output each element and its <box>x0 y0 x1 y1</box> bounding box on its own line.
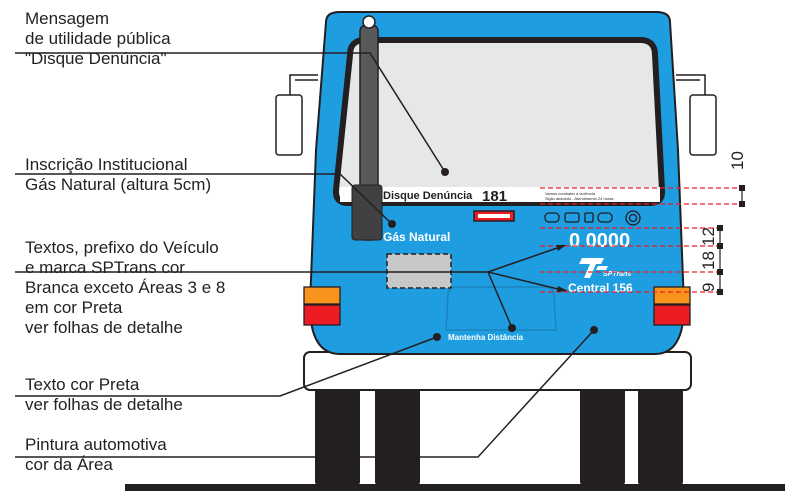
leader-arrows <box>556 245 568 292</box>
brake-light-inner <box>478 214 510 218</box>
label-texts-line4: em cor Preta <box>25 298 123 317</box>
label-message-line3: "Disque Denúncia" <box>25 49 167 68</box>
label-institutional: Inscrição Institucional Gás Natural (alt… <box>25 155 211 195</box>
prefix-number: 0 0000 <box>569 230 630 252</box>
mantenha-text: Mantenha Distância <box>448 333 524 342</box>
gas-natural-text: Gás Natural <box>383 230 450 244</box>
disque-number: 181 <box>482 188 507 205</box>
mirror-right <box>676 74 717 156</box>
wiper-knob <box>362 15 376 29</box>
rear-window <box>332 37 666 206</box>
leader-dots <box>388 168 598 341</box>
leader-lines <box>15 52 595 458</box>
dimension-9: 9 <box>699 283 718 292</box>
ground-line <box>125 484 785 491</box>
dimension-ticks <box>719 188 743 292</box>
label-message-line2: de utilidade pública <box>25 29 171 48</box>
label-institutional-line1: Inscrição Institucional <box>25 155 188 174</box>
label-black-text: Texto cor Preta ver folhas de detalhe <box>25 375 183 415</box>
engine-hatch <box>445 286 557 331</box>
label-black-text-line1: Texto cor Preta <box>25 375 140 394</box>
tire-right-outer <box>638 370 683 485</box>
dimension-12: 12 <box>699 227 718 246</box>
label-texts-line2: e marca SPTrans cor <box>25 258 185 277</box>
plate-area <box>386 253 452 289</box>
label-texts-line3: Branca exceto Áreas 3 e 8 <box>25 278 226 297</box>
sptrans-text: SPTrans <box>603 271 631 278</box>
disque-text: Disque Denúncia <box>383 190 473 202</box>
tire-right-inner <box>580 370 625 485</box>
label-black-text-line2: ver folhas de detalhe <box>25 395 183 414</box>
sptrans-logo-icon <box>579 258 608 278</box>
label-paint: Pintura automotiva cor da Área <box>25 435 167 475</box>
label-message: Mensagem de utilidade pública "Disque De… <box>25 9 171 69</box>
label-texts: Textos, prefixo do Veículo e marca SPTra… <box>25 238 225 338</box>
dimension-markers <box>717 185 745 295</box>
central-text: Central 156 <box>568 281 633 295</box>
dimension-18: 18 <box>699 251 718 270</box>
disque-small-line2: Sigilo absoluto - Atendimento 24 horas <box>545 196 614 201</box>
label-paint-line2: cor da Área <box>25 455 113 474</box>
label-paint-line1: Pintura automotiva <box>25 435 167 454</box>
mirror-left <box>275 74 318 156</box>
label-texts-line1: Textos, prefixo do Veículo <box>25 238 219 257</box>
disque-strip <box>340 187 660 202</box>
bumper <box>303 351 692 391</box>
tail-light-right <box>653 286 691 326</box>
wiper-blade <box>351 184 383 241</box>
disque-small-line1: Vamos combater a violência <box>545 191 596 196</box>
label-message-line1: Mensagem <box>25 9 110 28</box>
dimension-lines <box>540 187 742 293</box>
dimension-10: 10 <box>728 151 747 170</box>
tail-light-left <box>303 286 341 326</box>
route-icons <box>544 210 641 226</box>
label-texts-line5: ver folhas de detalhe <box>25 318 183 337</box>
label-institutional-line2: Gás Natural (altura 5cm) <box>25 175 212 194</box>
